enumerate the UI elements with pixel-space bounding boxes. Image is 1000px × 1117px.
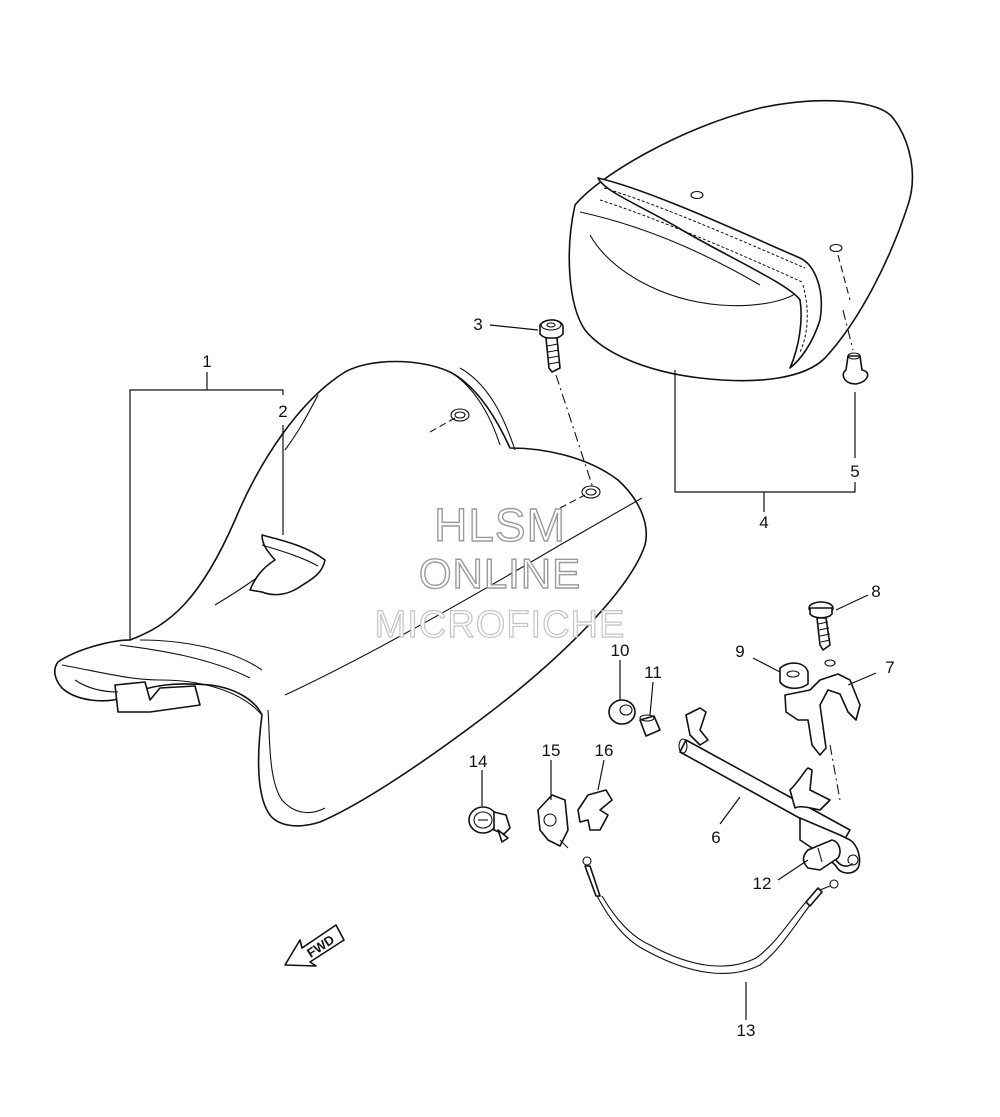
watermark-line-1: HLSM (433, 498, 566, 551)
callout-6: 6 (711, 828, 720, 847)
rider-seat (53, 360, 647, 827)
cable-13 (582, 856, 839, 974)
callout-labels: 1 2 3 4 5 6 7 8 9 10 11 12 13 14 15 16 (202, 315, 894, 1040)
callout-2: 2 (278, 402, 287, 421)
callout-14: 14 (469, 752, 488, 771)
grommet-10 (608, 699, 636, 725)
passenger-seat (568, 99, 914, 382)
callout-9: 9 (735, 642, 744, 661)
fwd-arrow-icon: FWD (284, 924, 345, 967)
bolt-8 (808, 601, 834, 651)
clip-12 (802, 839, 841, 871)
callout-15: 15 (542, 741, 561, 760)
seat-lock-14 (468, 806, 511, 843)
watermark-line-3: MICROFICHE (374, 603, 626, 646)
lock-plate-15 (537, 794, 569, 849)
callout-16: 16 (595, 741, 614, 760)
callout-7: 7 (885, 658, 894, 677)
callout-11: 11 (644, 663, 662, 682)
clip-16 (577, 789, 613, 831)
collar-9 (779, 662, 809, 690)
callout-1: 1 (202, 352, 211, 371)
watermark-line-2: ONLINE (418, 549, 582, 597)
callout-8: 8 (871, 582, 880, 601)
callout-5: 5 (850, 462, 859, 481)
callout-12: 12 (753, 874, 772, 893)
callout-4: 4 (759, 513, 768, 532)
callout-13: 13 (737, 1021, 756, 1040)
damper-5 (837, 254, 869, 385)
callout-10: 10 (611, 641, 630, 660)
bracket-7 (784, 659, 861, 801)
leader-lines (129, 324, 877, 1020)
collar-11 (639, 714, 661, 737)
bolt-3 (539, 319, 594, 489)
seat-strap (249, 534, 326, 596)
callout-3: 3 (473, 315, 482, 334)
